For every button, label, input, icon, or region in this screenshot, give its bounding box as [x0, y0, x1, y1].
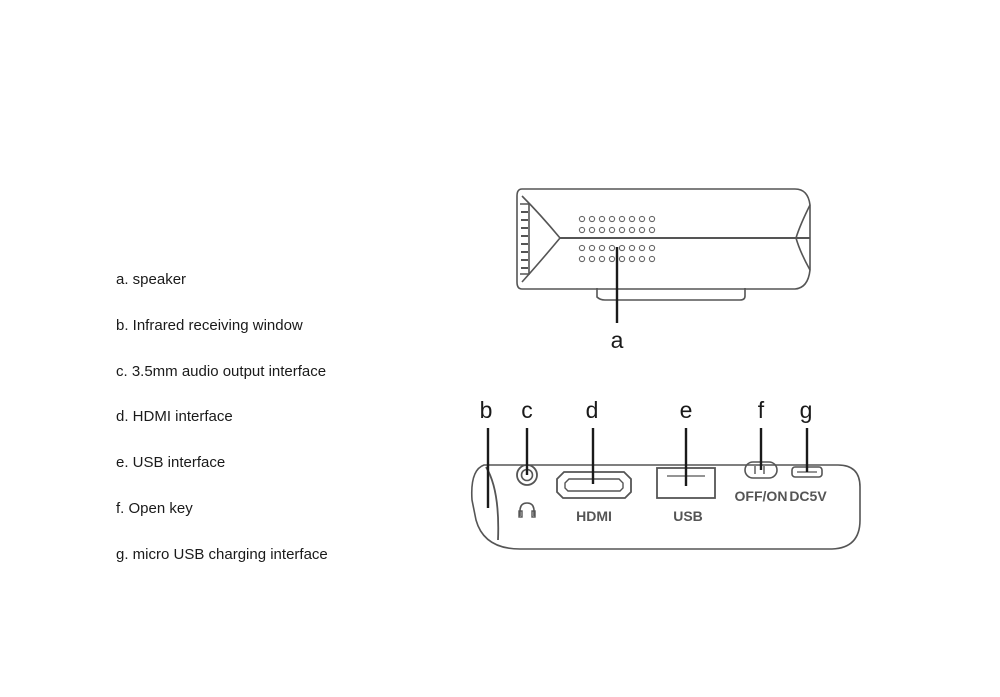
callout-label-d: d: [586, 397, 599, 423]
legend-item-usb: e. USB interface: [116, 454, 226, 471]
speaker-hole: [618, 244, 626, 252]
speaker-hole: [598, 215, 606, 223]
callout-label-f: f: [758, 397, 765, 423]
lens-cut-lower: [521, 237, 561, 283]
speaker-hole: [638, 244, 646, 252]
lens-vent-frame: [520, 203, 530, 275]
speaker-hole: [588, 215, 596, 223]
legend-item-open-key: f. Open key: [116, 500, 193, 517]
speaker-hole: [648, 244, 656, 252]
callout-label-b: b: [480, 397, 493, 423]
legend-item-speaker: a. speaker: [116, 271, 187, 288]
legend-item-micro-usb: g. micro USB charging interface: [116, 546, 328, 563]
speaker-hole: [598, 244, 606, 252]
speaker-hole: [628, 255, 636, 263]
speaker-hole: [638, 215, 646, 223]
callout-label-e: e: [680, 397, 693, 423]
speaker-hole: [648, 255, 656, 263]
lens-vent-slats: [521, 211, 528, 269]
speaker-hole: [608, 244, 616, 252]
legend-item-infrared-window: b. Infrared receiving window: [116, 317, 303, 334]
speaker-hole: [628, 244, 636, 252]
callout-label-g: g: [800, 397, 813, 423]
speaker-hole: [598, 255, 606, 263]
speaker-hole: [578, 215, 586, 223]
rear-curve: [795, 204, 811, 271]
port-panel-outline: [470, 464, 861, 550]
lens-cut-upper: [521, 195, 561, 239]
speaker-hole: [648, 215, 656, 223]
legend-item-hdmi: d. HDMI interface: [116, 408, 233, 425]
speaker-hole: [588, 226, 596, 234]
hdmi-port: [556, 471, 632, 499]
speaker-hole: [608, 226, 616, 234]
speaker-hole: [648, 226, 656, 234]
speaker-hole: [588, 255, 596, 263]
projector-body-outline: [516, 188, 811, 290]
projector-foot: [596, 288, 746, 301]
port-label-dc5v: DC5V: [789, 488, 827, 504]
speaker-grille: [578, 215, 656, 263]
speaker-hole: [628, 215, 636, 223]
port-label-off-on: OFF/ON: [735, 488, 788, 504]
callout-label-a: a: [611, 327, 624, 353]
hdmi-port-inner: [564, 478, 624, 492]
speaker-hole: [638, 255, 646, 263]
speaker-hole: [578, 244, 586, 252]
callout-label-c: c: [521, 397, 533, 423]
speaker-hole: [628, 226, 636, 234]
speaker-hole: [618, 215, 626, 223]
speaker-hole: [578, 226, 586, 234]
headphone-icon: [519, 502, 535, 516]
speaker-hole: [618, 255, 626, 263]
speaker-hole: [578, 255, 586, 263]
speaker-hole: [618, 226, 626, 234]
port-label-usb: USB: [673, 508, 703, 524]
projector-top-view: [516, 188, 811, 301]
legend-item-audio-output: c. 3.5mm audio output interface: [116, 363, 327, 380]
speaker-hole: [608, 255, 616, 263]
port-label-hdmi: HDMI: [576, 508, 612, 524]
projector-port-panel: [470, 461, 861, 550]
speaker-hole: [608, 215, 616, 223]
speaker-hole: [638, 226, 646, 234]
speaker-hole: [588, 244, 596, 252]
speaker-hole: [598, 226, 606, 234]
callout-lines: [486, 428, 809, 508]
